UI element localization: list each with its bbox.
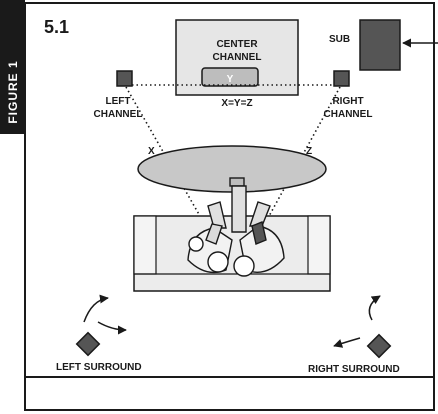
figure-tab-label: FIGURE 1: [6, 60, 20, 123]
listeners-illustration: [187, 177, 285, 277]
left-channel-label-line2: CHANNEL: [94, 109, 143, 120]
center-channel-label-line1: CENTER: [216, 39, 258, 50]
distance-rule: X=Y=Z: [221, 98, 252, 109]
left-channel-label-line1: LEFT: [106, 96, 131, 107]
left-surround-speaker: [75, 331, 101, 357]
right-surround-speaker: [366, 333, 392, 359]
diagram-title: 5.1: [44, 17, 69, 37]
right-surround-label: RIGHT SURROUND: [308, 364, 400, 375]
left-listening-line: [125, 86, 225, 259]
right-channel-label-line1: RIGHT: [332, 96, 363, 107]
left-channel-speaker: [116, 70, 133, 87]
y-distance-label: Y: [227, 74, 234, 85]
center-channel-label-line2: CHANNEL: [213, 52, 262, 63]
right-surround-arrow-up: [368, 295, 381, 321]
center-speaker: [201, 67, 259, 87]
left-surround-arrow-up: [83, 294, 109, 323]
right-channel-label-line2: CHANNEL: [324, 109, 373, 120]
right-channel-speaker: [333, 70, 350, 87]
z-distance-label: Z: [306, 146, 312, 157]
subwoofer: [359, 19, 401, 71]
right-surround-arrow-left: [333, 337, 361, 348]
x-distance-label: X: [148, 146, 155, 157]
figure-tab: [0, 0, 25, 134]
couch: [133, 215, 331, 292]
left-surround-label: LEFT SURROUND: [56, 362, 142, 373]
left-surround-arrow-right: [97, 321, 127, 335]
sub-label: SUB: [329, 34, 350, 45]
